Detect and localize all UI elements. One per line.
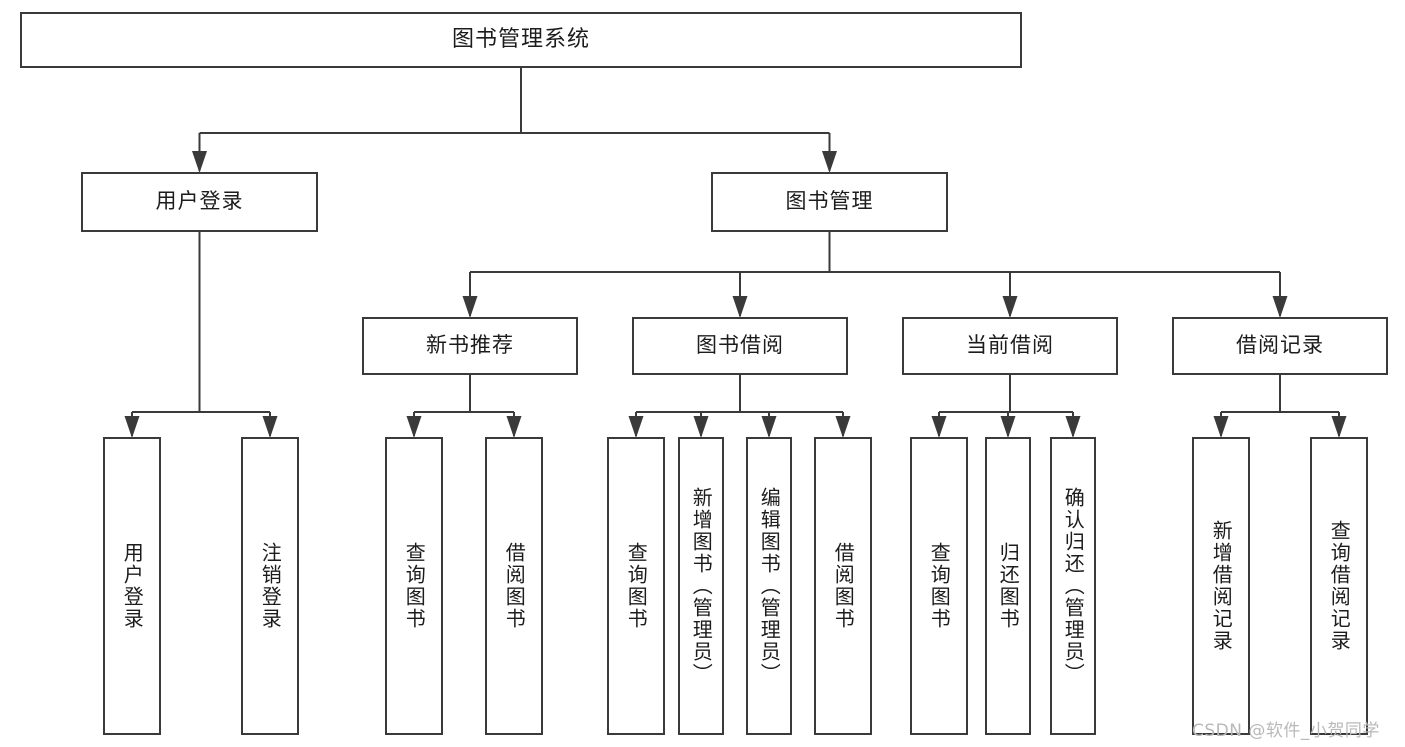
leaf-current-confirm-return[interactable]: 确认归还（管理员） bbox=[1050, 437, 1096, 735]
leaf-records-query-record[interactable]: 查询借阅记录 bbox=[1310, 437, 1368, 735]
leaf-new-query-book[interactable]: 查询图书 bbox=[385, 437, 443, 735]
node-borrow-records-label: 借阅记录 bbox=[1236, 333, 1324, 358]
leaf-records-query-record-label: 查询借阅记录 bbox=[1327, 520, 1352, 652]
leaf-borrow-query-book[interactable]: 查询图书 bbox=[607, 437, 665, 735]
node-user-login[interactable]: 用户登录 bbox=[81, 172, 318, 232]
leaf-current-query-book-label: 查询图书 bbox=[927, 542, 952, 630]
leaf-logout-login[interactable]: 注销登录 bbox=[241, 437, 299, 735]
node-root[interactable]: 图书管理系统 bbox=[20, 12, 1022, 68]
node-current-borrow-label: 当前借阅 bbox=[966, 333, 1054, 358]
node-book-management[interactable]: 图书管理 bbox=[711, 172, 948, 232]
leaf-borrow-edit-book[interactable]: 编辑图书（管理员） bbox=[746, 437, 792, 735]
leaf-current-query-book[interactable]: 查询图书 bbox=[910, 437, 968, 735]
leaf-records-add-record[interactable]: 新增借阅记录 bbox=[1192, 437, 1250, 735]
node-new-book-recommend-label: 新书推荐 bbox=[426, 333, 514, 358]
leaf-borrow-query-book-label: 查询图书 bbox=[624, 542, 649, 630]
leaf-logout-login-label: 注销登录 bbox=[258, 542, 283, 630]
leaf-borrow-borrow-book-label: 借阅图书 bbox=[831, 542, 856, 630]
leaf-user-login-label: 用户登录 bbox=[120, 542, 145, 630]
node-book-borrow[interactable]: 图书借阅 bbox=[632, 317, 848, 375]
leaf-borrow-add-book[interactable]: 新增图书（管理员） bbox=[678, 437, 724, 735]
csdn-watermark: CSDN @软件_小贺同学 bbox=[1192, 721, 1380, 741]
leaf-current-return-book-label: 归还图书 bbox=[996, 542, 1021, 630]
leaf-current-confirm-return-label: 确认归还（管理员） bbox=[1061, 487, 1086, 685]
node-book-borrow-label: 图书借阅 bbox=[696, 333, 784, 358]
node-current-borrow[interactable]: 当前借阅 bbox=[902, 317, 1118, 375]
leaf-records-add-record-label: 新增借阅记录 bbox=[1209, 520, 1234, 652]
leaf-borrow-add-book-label: 新增图书（管理员） bbox=[689, 487, 714, 685]
node-root-label: 图书管理系统 bbox=[451, 26, 590, 52]
leaf-current-return-book[interactable]: 归还图书 bbox=[985, 437, 1031, 735]
leaf-user-login[interactable]: 用户登录 bbox=[103, 437, 161, 735]
node-new-book-recommend[interactable]: 新书推荐 bbox=[362, 317, 578, 375]
node-borrow-records[interactable]: 借阅记录 bbox=[1172, 317, 1388, 375]
leaf-new-borrow-book-label: 借阅图书 bbox=[502, 542, 527, 630]
leaf-new-query-book-label: 查询图书 bbox=[402, 542, 427, 630]
leaf-borrow-borrow-book[interactable]: 借阅图书 bbox=[814, 437, 872, 735]
leaf-borrow-edit-book-label: 编辑图书（管理员） bbox=[757, 487, 782, 685]
node-book-management-label: 图书管理 bbox=[785, 189, 874, 214]
leaf-new-borrow-book[interactable]: 借阅图书 bbox=[485, 437, 543, 735]
node-user-login-label: 用户登录 bbox=[155, 189, 244, 214]
